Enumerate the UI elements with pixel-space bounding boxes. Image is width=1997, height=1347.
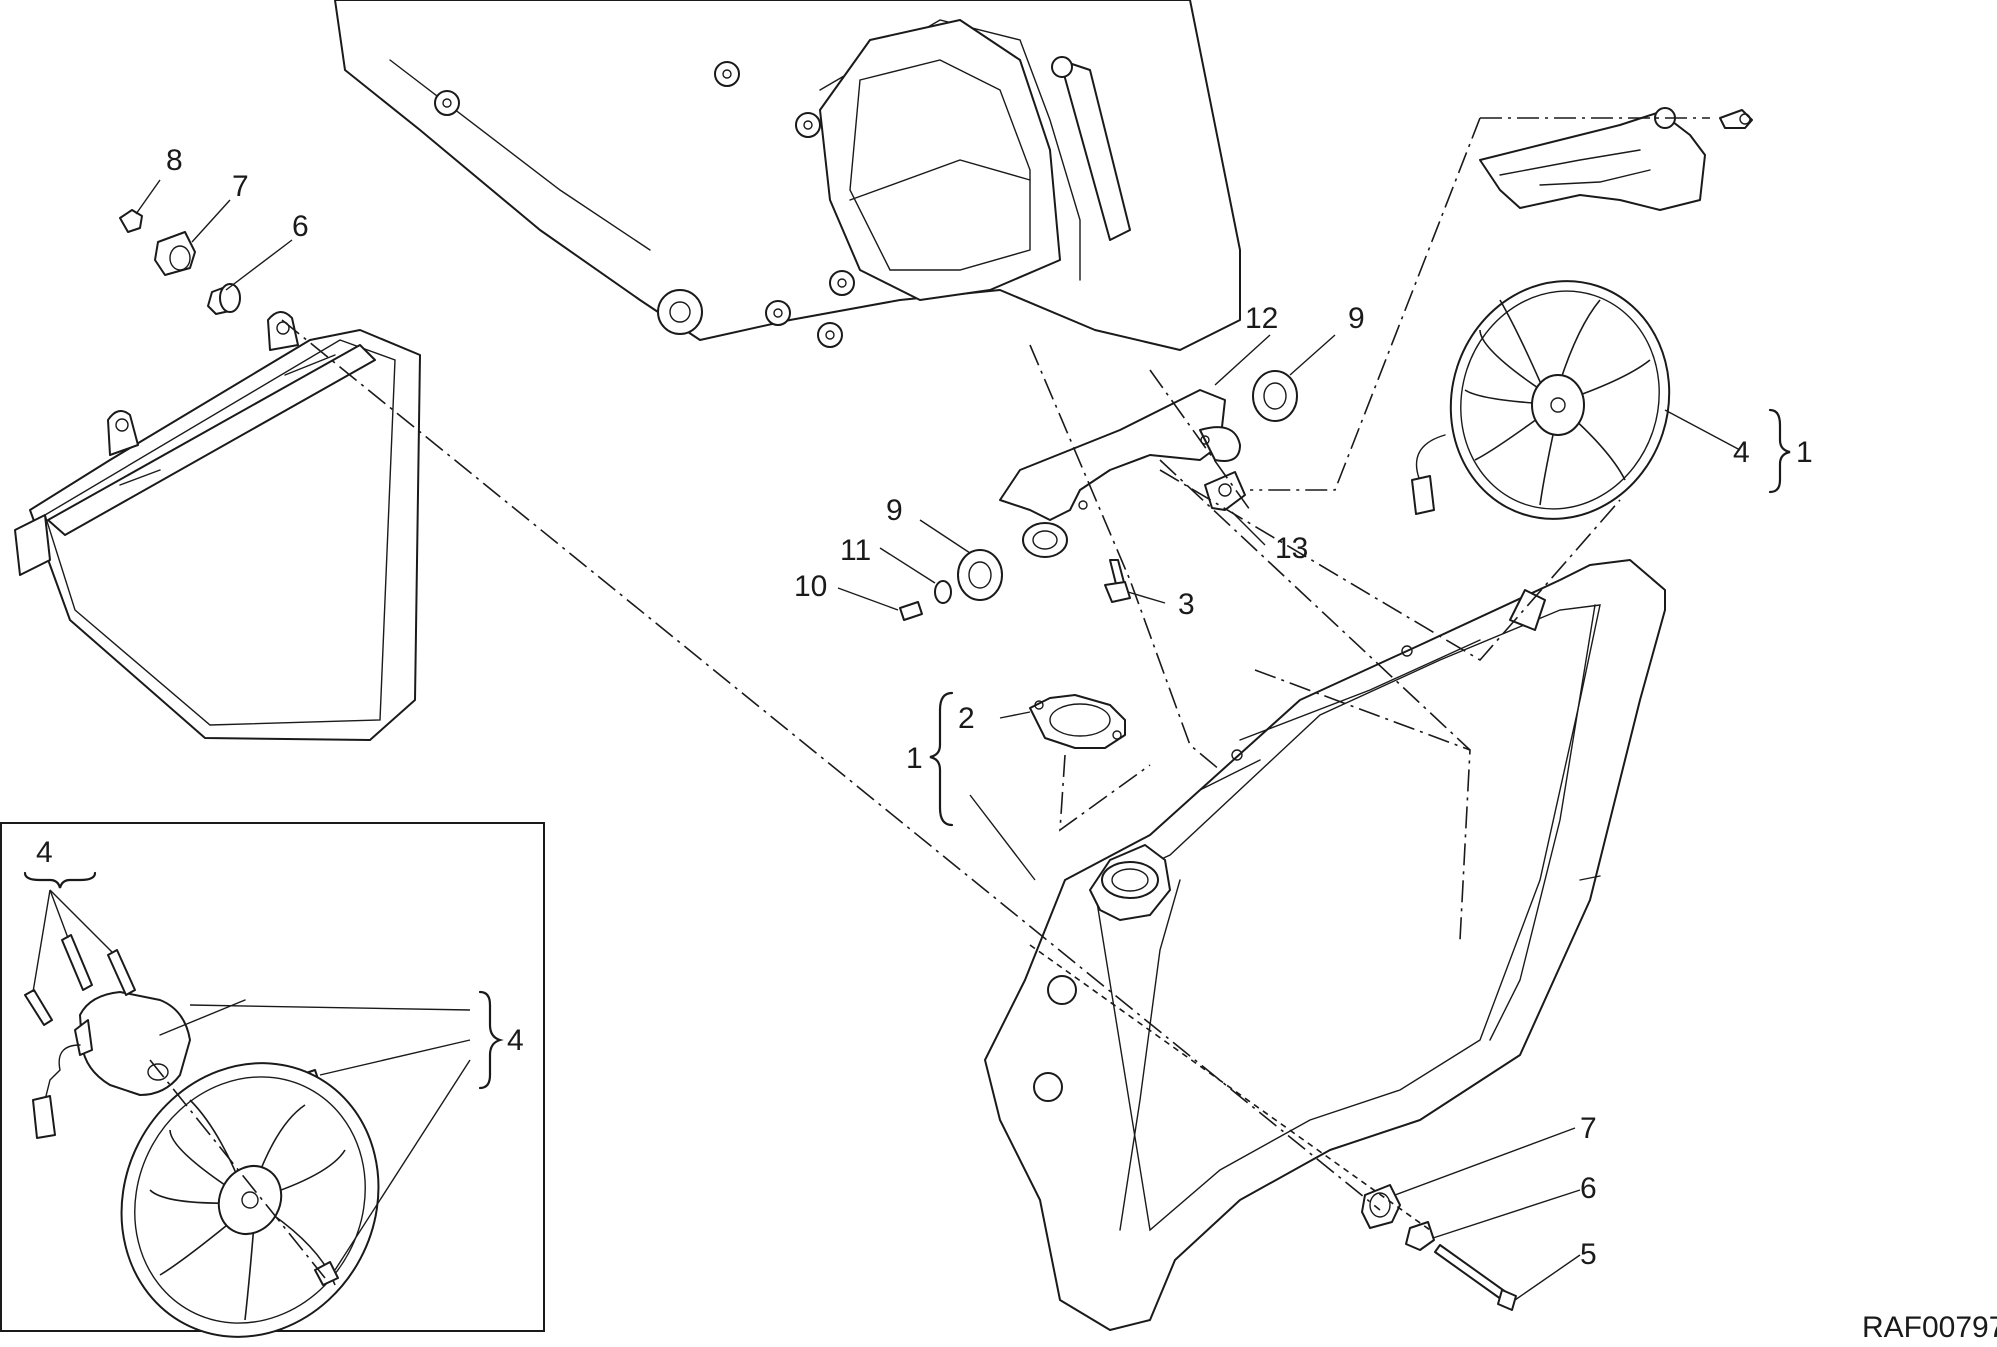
callout-11: 11 — [840, 534, 871, 567]
callout-1-fan: 1 — [1796, 436, 1813, 469]
callout-7-bottom: 7 — [1580, 1112, 1597, 1145]
callout-7-top: 7 — [232, 170, 249, 203]
callout-6-bottom: 6 — [1580, 1172, 1597, 1205]
callout-5: 5 — [1580, 1238, 1597, 1271]
callout-9-top: 9 — [1348, 302, 1365, 335]
callout-labels: 8 7 6 12 9 9 11 10 3 13 4 1 2 1 7 6 5 4 … — [36, 144, 1997, 1344]
frame-section — [334, 0, 1241, 351]
radiator — [984, 559, 1666, 1331]
callout-10: 10 — [794, 570, 827, 603]
callout-2: 2 — [958, 702, 975, 735]
leader-lines — [135, 179, 1741, 1301]
top-left-hardware — [119, 209, 241, 315]
callout-12: 12 — [1245, 302, 1278, 335]
callout-4-inset-right: 4 — [507, 1024, 524, 1057]
callout-1-cap: 1 — [906, 742, 923, 775]
callout-9-left: 9 — [886, 494, 903, 527]
callout-6-top: 6 — [292, 210, 309, 243]
electrical-bracket — [1479, 107, 1753, 211]
bottom-right-hardware — [1361, 1184, 1517, 1311]
drawing-code: RAF00797 — [1862, 1311, 1997, 1344]
construction-lines — [281, 117, 1710, 1231]
callout-3: 3 — [1178, 588, 1195, 621]
bracket-assembly — [899, 370, 1298, 621]
fan-assembly — [1411, 280, 1671, 520]
radiator-cap — [1029, 694, 1126, 749]
callout-13: 13 — [1275, 532, 1308, 565]
callout-4-fan: 4 — [1733, 436, 1750, 469]
inset-panel — [0, 822, 545, 1338]
braces — [23, 408, 1791, 1090]
callout-4-inset-top: 4 — [36, 836, 53, 869]
callout-8: 8 — [166, 144, 183, 177]
oil-cooler — [14, 311, 421, 741]
